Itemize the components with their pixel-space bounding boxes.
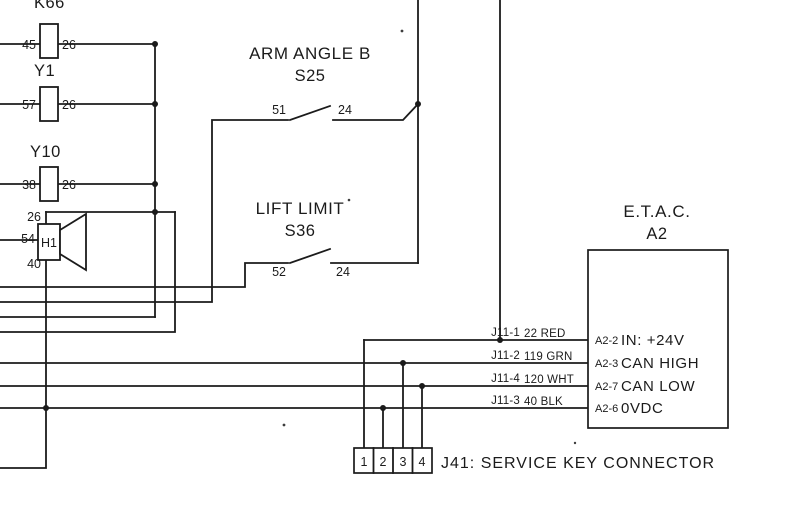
pin-label: 54 [21, 232, 35, 246]
scan-speck [400, 29, 404, 33]
horn-label: H1 [41, 236, 57, 250]
etac-pin-id: A2-7 [595, 381, 618, 393]
switch-title: ARM ANGLE B [249, 44, 371, 63]
junction-dots [43, 41, 503, 411]
scan-speck [282, 423, 286, 427]
etac-pin-label: IN: +24V [621, 332, 685, 349]
switch-blade [288, 247, 332, 265]
j41-pin-number: 1 [361, 455, 368, 469]
pin-label: 52 [272, 265, 286, 279]
pin-label: 45 [22, 38, 36, 52]
relay-coil-y1: Y1 57 26 [22, 62, 76, 122]
wire-s36-left [0, 262, 289, 288]
pin-label: 26 [62, 38, 76, 52]
wire-connector-label: J11-3 [491, 395, 520, 407]
junction-dot [497, 337, 503, 343]
pin-label: 57 [22, 98, 36, 112]
switch-blade [288, 104, 332, 122]
wire-spec-label: 22 RED [524, 328, 565, 340]
junction-dot [152, 41, 158, 47]
switch-ref: S25 [295, 67, 326, 85]
coil-symbol [39, 23, 59, 59]
etac-box [587, 249, 729, 429]
wire-connector-label: J11-4 [491, 373, 520, 385]
junction-dot [380, 405, 386, 411]
etac-pin-id: A2-3 [595, 358, 618, 370]
j41-pin-number: 4 [419, 455, 426, 469]
pin-label: 38 [22, 178, 36, 192]
pin-label: 24 [336, 265, 350, 279]
etac-pin-id: A2-6 [595, 403, 618, 415]
wire-horn-ground-run [0, 259, 47, 469]
horn-cone-icon [59, 212, 87, 272]
etac-pin-label: CAN LOW [621, 378, 695, 395]
coil-symbol [39, 86, 59, 122]
wire-s25-right [332, 102, 420, 121]
pin-label: 26 [62, 98, 76, 112]
switch-s25-arm-angle-b: ARM ANGLE B S25 51 24 [249, 44, 371, 122]
etac-pin-label: CAN HIGH [621, 355, 699, 372]
junction-dot [152, 209, 158, 215]
coil-symbol [39, 166, 59, 202]
wire-layer [0, 0, 589, 469]
junction-dot [152, 101, 158, 107]
switch-title: LIFT LIMIT [256, 199, 345, 218]
pin-label: 24 [338, 103, 352, 117]
switch-s36-lift-limit: LIFT LIMIT S36 52 24 [256, 199, 350, 279]
coil-y10-label: Y10 [30, 143, 61, 161]
scan-artifacts [282, 29, 577, 445]
wire-connector-label: J11-1 [491, 327, 520, 339]
etac-title: E.T.A.C. [623, 202, 690, 221]
etac-controller-a2: E.T.A.C. A2 A2-2 IN: +24V A2-3 CAN HIGH … [587, 202, 729, 429]
junction-dot [419, 383, 425, 389]
relay-coil-k: K66 45 26 [22, 0, 76, 59]
etac-ref: A2 [646, 225, 667, 243]
j41-pin-number: 2 [380, 455, 387, 469]
pin-label: 40 [27, 257, 41, 271]
pin-label: 51 [272, 103, 286, 117]
junction-dot [43, 405, 49, 411]
etac-pin-label: 0VDC [621, 400, 663, 417]
j41-pin-number: 3 [400, 455, 407, 469]
pin-label: 26 [27, 210, 41, 224]
j41-service-key-connector: 1 2 3 4 J41: SERVICE KEY CONNECTOR [353, 447, 715, 474]
pin-label: 26 [62, 178, 76, 192]
j41-pin-dividers [372, 447, 414, 474]
coil-k-label: K66 [34, 0, 65, 12]
junction-dot [152, 181, 158, 187]
harness-wire-labels: J11-1 22 RED J11-2 119 GRN J11-4 120 WHT… [491, 327, 574, 408]
scan-speck [347, 198, 351, 202]
relay-coil-y10: Y10 38 26 [22, 143, 76, 202]
j41-label: J41: SERVICE KEY CONNECTOR [441, 455, 715, 472]
wire-spec-label: 119 GRN [524, 351, 572, 363]
junction-dot [415, 101, 421, 107]
scan-speck [573, 441, 577, 445]
wire-connector-label: J11-2 [491, 350, 520, 362]
junction-dot [400, 360, 406, 366]
switch-ref: S36 [285, 222, 316, 240]
horn-h1: 26 54 40 H1 [21, 210, 87, 272]
etac-pin-id: A2-2 [595, 335, 618, 347]
wire-feed-exit-left [0, 211, 176, 333]
wire-spec-label: 40 BLK [524, 396, 563, 408]
coil-y1-label: Y1 [34, 62, 55, 80]
wire-s25-left [0, 119, 289, 303]
wire-spec-label: 120 WHT [524, 374, 574, 386]
